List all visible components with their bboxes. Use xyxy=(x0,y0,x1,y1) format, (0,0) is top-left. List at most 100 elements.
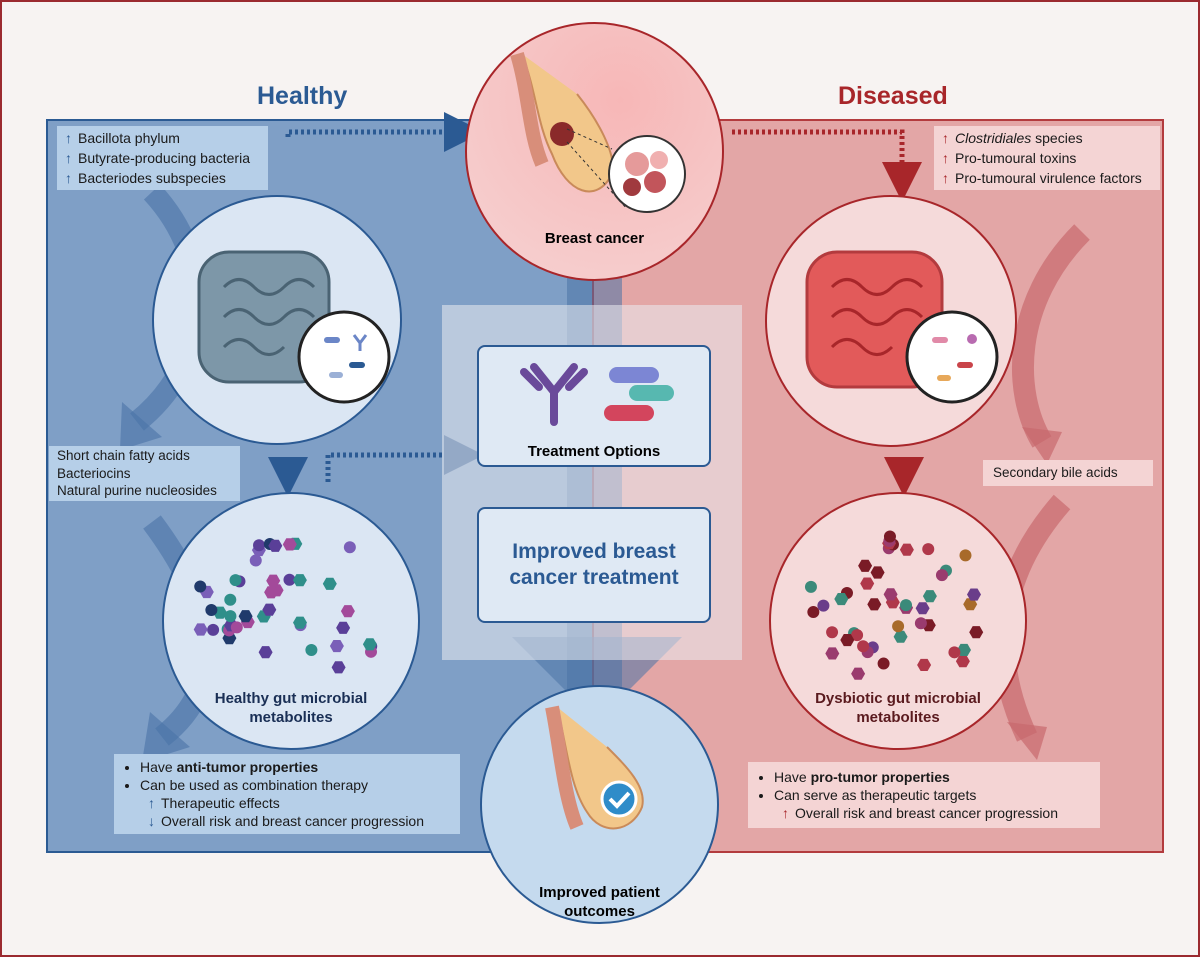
diseased-metabolites-box: Secondary bile acids xyxy=(983,460,1153,486)
molecule-icon xyxy=(193,623,208,636)
healthy-molecules-icon xyxy=(193,537,378,674)
healthy-metabolites-caption: Healthy gut microbial metabolites xyxy=(164,689,418,727)
effect-subitem: ↑Overall risk and breast cancer progress… xyxy=(756,804,1092,822)
molecule-icon xyxy=(249,554,262,567)
bacteria-label: Pro-tumoural toxins xyxy=(955,150,1077,166)
effect-item: Can be used as combination therapy xyxy=(140,776,452,794)
molecule-icon xyxy=(899,543,914,556)
diseased-molecules-icon xyxy=(804,530,984,680)
molecule-icon xyxy=(826,626,839,639)
molecule-icon xyxy=(266,574,281,587)
molecule-icon xyxy=(917,658,932,671)
up-arrow-icon: ↑ xyxy=(942,150,949,166)
molecule-icon xyxy=(967,588,981,601)
molecule-icon xyxy=(329,640,344,653)
up-arrow-icon: ↑ xyxy=(942,170,949,186)
molecule-icon xyxy=(857,640,870,653)
molecule-icon xyxy=(867,598,882,611)
breast-illustration-icon xyxy=(510,51,686,213)
molecule-icon xyxy=(194,580,207,593)
molecule-icon xyxy=(948,646,961,659)
molecule-icon xyxy=(268,539,283,552)
molecule-icon xyxy=(258,646,273,659)
molecule-icon xyxy=(362,638,377,651)
molecule-icon xyxy=(825,647,840,660)
caption-line: Dysbiotic gut microbial xyxy=(815,690,981,707)
molecule-icon xyxy=(963,598,978,611)
molecule-icon xyxy=(238,610,253,623)
improved-treatment-label: Improved breast cancer treatment xyxy=(479,539,709,591)
caption-line: Improved patient xyxy=(539,884,660,901)
molecule-icon xyxy=(922,590,937,603)
healthy-intestine-icon xyxy=(197,250,391,404)
molecule-icon xyxy=(322,577,337,590)
molecule-icon xyxy=(807,606,820,619)
bacteria-label: Bacteriodes subspecies xyxy=(78,170,226,186)
healthy-bacteria-item: ↑ Bacteriodes subspecies xyxy=(65,168,260,188)
effect-text: Can be used as combination therapy xyxy=(140,777,369,793)
molecule-icon xyxy=(883,588,898,601)
molecule-icon xyxy=(224,593,237,606)
molecule-icon xyxy=(817,599,830,612)
molecule-icon xyxy=(851,667,866,680)
molecule-icon xyxy=(959,549,972,562)
effect-text: Overall risk and breast cancer progressi… xyxy=(161,813,425,829)
molecule-icon xyxy=(860,577,875,590)
up-arrow-icon: ↑ xyxy=(942,130,949,146)
caption-line: Improved breast xyxy=(512,540,676,563)
diseased-bacteria-item: ↑Pro-tumoural virulence factors xyxy=(942,168,1152,188)
breast-cancer-caption: Breast cancer xyxy=(544,230,645,247)
effect-subitem: ↓ Overall risk and breast cancer progress… xyxy=(122,812,452,830)
up-arrow-icon: ↑ xyxy=(65,130,72,146)
diseased-title: Diseased xyxy=(838,82,948,110)
effect-text: Can serve as therapeutic targets xyxy=(774,787,977,803)
effect-text: Therapeutic effects xyxy=(161,795,280,811)
molecule-icon xyxy=(207,623,220,636)
outcomes-circle: Improved patient outcomes xyxy=(480,685,719,924)
molecule-icon xyxy=(331,661,346,674)
improved-treatment-box: Improved breast cancer treatment xyxy=(477,507,711,623)
molecule-icon xyxy=(957,643,971,656)
treatment-options-label: Treatment Options xyxy=(527,443,661,460)
caption-line: metabolites xyxy=(249,709,333,726)
diseased-effects-list: Have pro-tumor properties Can serve as t… xyxy=(756,768,1092,804)
molecule-icon xyxy=(340,605,355,618)
healthy-title: Healthy xyxy=(257,82,348,110)
molecule-icon xyxy=(955,655,970,668)
antibody-pill-icon xyxy=(520,363,674,426)
molecule-icon xyxy=(230,621,243,634)
molecule-icon xyxy=(224,610,237,623)
outcomes-caption: Improved patient outcomes xyxy=(482,883,717,921)
molecule-icon xyxy=(893,630,908,643)
molecule-icon xyxy=(292,574,307,587)
up-arrow-icon: ↑ xyxy=(782,805,789,821)
effect-item: Have anti-tumor properties xyxy=(140,758,452,776)
effect-bold-text: pro-tumor properties xyxy=(810,769,950,785)
metabolite-label: Bacteriocins xyxy=(57,465,131,481)
diseased-intestine-icon xyxy=(805,250,999,404)
effect-text: Have xyxy=(140,759,177,775)
up-arrow-icon: ↑ xyxy=(65,170,72,186)
caption-line: metabolites xyxy=(856,709,940,726)
healthy-gut-circle xyxy=(152,195,402,445)
caption-line: Healthy gut microbial xyxy=(214,690,368,707)
molecule-icon xyxy=(264,586,279,599)
down-arrow-icon: ↓ xyxy=(148,813,155,829)
molecule-icon xyxy=(229,574,242,587)
diseased-effects-box: Have pro-tumor properties Can serve as t… xyxy=(748,762,1100,828)
healthy-effects-list: Have anti-tumor properties Can be used a… xyxy=(122,758,452,794)
molecule-icon xyxy=(892,620,905,633)
molecule-icon xyxy=(343,541,356,554)
treatment-options-box: Treatment Options xyxy=(477,345,711,467)
effect-item: Have pro-tumor properties xyxy=(774,768,1092,786)
molecule-icon xyxy=(851,629,864,642)
effect-item: Can serve as therapeutic targets xyxy=(774,786,1092,804)
molecule-icon xyxy=(804,580,817,593)
molecule-icon xyxy=(283,573,296,586)
healthy-metabolites-circle: Healthy gut microbial metabolites xyxy=(162,492,420,750)
up-arrow-icon: ↑ xyxy=(148,795,155,811)
bacteria-label: species xyxy=(1031,130,1083,146)
molecule-icon xyxy=(253,539,266,552)
molecule-icon xyxy=(915,602,930,615)
